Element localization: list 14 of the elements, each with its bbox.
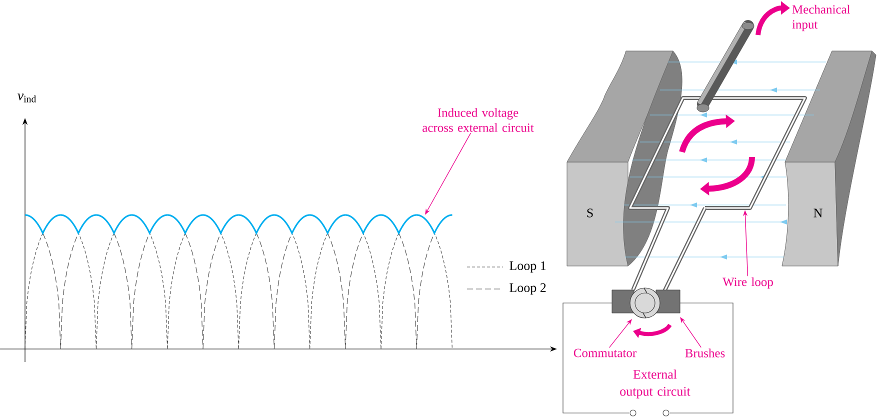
axis-label: v$_{ind}$ — [18, 94, 36, 102]
callout-label: Induced voltage across external circuit — [422, 108, 534, 132]
legend-label: Loop 2 — [510, 283, 546, 295]
pole-label: S — [587, 208, 593, 218]
callout-label: Brushes — [685, 348, 725, 358]
output-waveform — [24, 214, 453, 234]
leader-line — [608, 319, 632, 348]
legend-label: Loop 1 — [510, 261, 546, 273]
callout-label: Commutator — [574, 348, 636, 358]
callout-label: Mechanical input — [792, 4, 850, 32]
callout-label: Wire loop — [722, 277, 773, 289]
leader-line — [680, 317, 702, 348]
circuit-label: External output circuit — [620, 370, 690, 398]
pole-label: N — [814, 208, 822, 218]
